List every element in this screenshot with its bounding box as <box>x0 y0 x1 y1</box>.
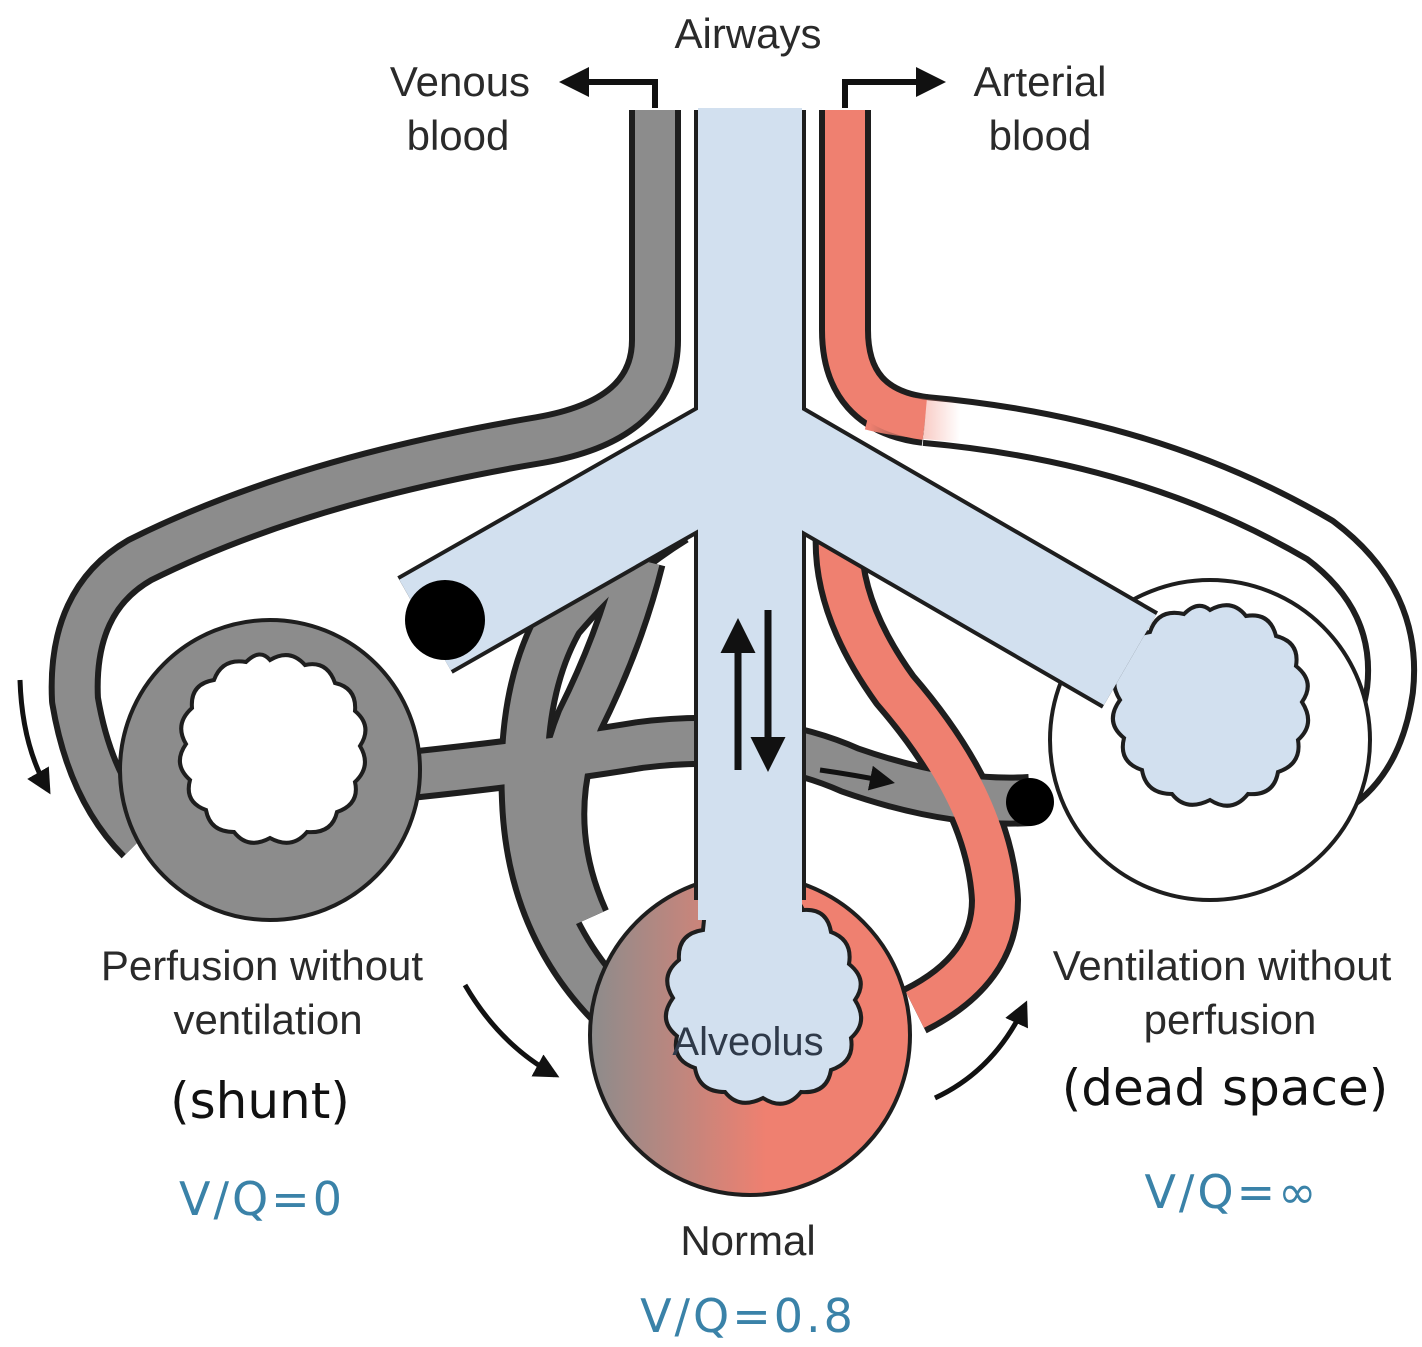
normal-label: Normal <box>680 1217 815 1264</box>
dead-space-desc-line1: Ventilation without <box>1053 942 1392 989</box>
arterial-out-arrow <box>845 82 940 108</box>
vessel-obstruction-dot <box>1006 778 1054 826</box>
alveolus-label: Alveolus <box>672 1020 823 1064</box>
airways-label: Airways <box>674 10 821 57</box>
shunt-desc-line2: ventilation <box>173 996 362 1043</box>
dead-space-vq-ratio: V/Q=∞ <box>1144 1165 1319 1219</box>
shunt-alveolus <box>120 620 420 920</box>
flow-arrow-left-loop <box>20 680 48 790</box>
shunt-desc-line1: Perfusion without <box>101 942 424 989</box>
airway-obstruction-dot <box>405 580 485 660</box>
venous-label-line2: blood <box>407 112 510 159</box>
venous-label-line1: Venous <box>390 58 530 105</box>
venous-out-arrow <box>565 82 655 108</box>
arterial-trunk <box>845 110 925 420</box>
shunt-vq-ratio: V/Q=0 <box>179 1172 345 1226</box>
dead-space-desc-line2: perfusion <box>1144 996 1317 1043</box>
shunt-term: (shunt) <box>170 1072 350 1130</box>
dead-space-term: (dead space) <box>1062 1059 1388 1117</box>
shunt-alveolus-lumen <box>180 654 366 842</box>
arterial-fade <box>870 410 960 422</box>
flow-arrow-into-normal <box>465 985 555 1075</box>
arterial-label-line2: blood <box>989 112 1092 159</box>
arterial-label-line1: Arterial <box>973 58 1106 105</box>
normal-vq-ratio: V/Q=0.8 <box>640 1289 856 1343</box>
